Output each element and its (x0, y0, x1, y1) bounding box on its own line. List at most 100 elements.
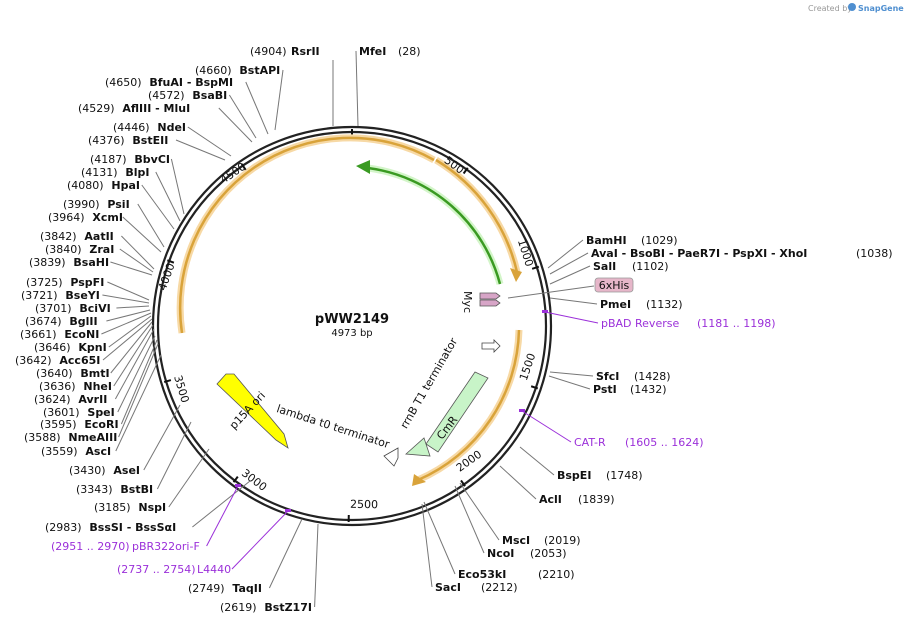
site-enzyme-name: RsrII (291, 45, 320, 58)
site-enzyme-name: PspFI (70, 276, 104, 289)
site-leader-line (423, 501, 456, 575)
site-leader-line (122, 216, 162, 253)
cmr-arrowhead (405, 437, 431, 457)
site-leader-line (245, 81, 269, 135)
site-leader-line (228, 94, 257, 139)
site-position: (2749) (188, 582, 225, 595)
site-enzyme-name: NspI (138, 501, 166, 514)
site-leader-line (547, 239, 584, 269)
primer-site-mark (235, 484, 241, 487)
site-enzyme-name: AscI (85, 445, 111, 458)
tick-mark (166, 259, 175, 264)
primer-name: pBAD Reverse (601, 317, 679, 330)
site-enzyme-name: BglII (69, 315, 97, 328)
site-position: (3646) (34, 341, 71, 354)
site-enzyme-name: PmeI (600, 298, 631, 311)
hexa-his-label-box: 6xHis (594, 277, 634, 293)
tick-mark (531, 265, 540, 270)
site-position: (2053) (530, 547, 567, 560)
site-position: (3701) (35, 302, 72, 315)
snapgene-logo-icon (848, 3, 856, 11)
primer-range: (2737 .. 2754) (117, 563, 196, 576)
site-position: (4572) (148, 89, 185, 102)
site-enzyme-name: Eco53kI (458, 568, 506, 581)
green-feature-arc (367, 164, 504, 285)
tick-mark (232, 475, 239, 483)
site-position: (1029) (641, 234, 678, 247)
site-enzyme-name: BamHI (586, 234, 627, 247)
site-leader-line (549, 297, 598, 305)
site-leader-line (116, 305, 150, 309)
primer-range: (1605 .. 1624) (625, 436, 704, 449)
site-leader-line (548, 375, 591, 390)
primer-range: (2951 .. 2970) (51, 540, 130, 553)
site-leader-line (106, 309, 151, 322)
myc-label: Myc (461, 291, 474, 313)
site-position: (3642) (15, 354, 52, 367)
site-leader-line (355, 50, 359, 127)
orf-right-arrowhead (412, 474, 426, 486)
site-position: (3601) (43, 406, 80, 419)
site-position: (3964) (48, 211, 85, 224)
site-position: (4529) (78, 102, 115, 115)
site-position: (4904) (250, 45, 287, 58)
site-enzyme-name: KpnI (78, 341, 106, 354)
site-position: (3588) (24, 431, 61, 444)
primer-name: CAT-R (574, 436, 606, 449)
tick-label: 3000 (239, 467, 269, 494)
site-position: (3185) (94, 501, 131, 514)
site-leader-line (114, 328, 155, 400)
tick-label: 3500 (171, 374, 191, 405)
site-leader-line (549, 252, 589, 275)
site-leader-line (519, 446, 555, 476)
site-position: (3595) (40, 418, 77, 431)
site-enzyme-name: PstI (593, 383, 617, 396)
site-enzyme-name: BstZ17I (264, 601, 312, 614)
tick-label: 2500 (350, 498, 378, 511)
site-enzyme-name: BsaBI (192, 89, 227, 102)
site-enzyme-name: BmtI (80, 367, 109, 380)
site-enzyme-name: TaqII (232, 582, 262, 595)
primer-leader-line (521, 410, 572, 443)
site-enzyme-name: NcoI (487, 547, 514, 560)
site-position: (4187) (90, 153, 127, 166)
site-position: (1132) (646, 298, 683, 311)
site-position: (4376) (88, 134, 125, 147)
site-enzyme-name: XcmI (92, 211, 123, 224)
primer-site-mark (285, 509, 291, 512)
site-enzyme-name: MscI (502, 534, 530, 547)
primer-name: pBR322ori-F (132, 540, 200, 553)
site-position: (1038) (856, 247, 893, 260)
site-leader-line (102, 294, 150, 304)
green-feature-arrowhead (356, 160, 370, 174)
site-position: (4446) (113, 121, 150, 134)
site-position: (3721) (21, 289, 58, 302)
tick-mark (163, 379, 172, 384)
site-enzyme-name: SfcI (596, 370, 619, 383)
site-position: (3559) (41, 445, 78, 458)
site-leader-line (421, 503, 433, 588)
site-leader-line (168, 448, 210, 508)
site-position: (3624) (34, 393, 71, 406)
tick-mark (460, 479, 466, 487)
site-leader-line (115, 354, 162, 452)
site-enzyme-name: EcoRI (84, 418, 118, 431)
site-position: (3661) (20, 328, 57, 341)
primer-range: (1181 .. 1198) (697, 317, 776, 330)
site-position: (3840) (45, 243, 82, 256)
p15a-ori-feature (216, 373, 289, 449)
site-leader-line (110, 321, 153, 374)
site-leader-line (117, 335, 156, 413)
site-leader-line (454, 485, 485, 554)
site-enzyme-name: Acc65I (59, 354, 100, 367)
site-leader-line (113, 324, 154, 387)
site-enzyme-name: MfeI (359, 45, 386, 58)
lambda-terminator-label: lambda t0 terminator (275, 402, 392, 451)
site-position: (1748) (606, 469, 643, 482)
site-leader-line (175, 139, 226, 161)
site-leader-line (156, 421, 192, 490)
site-position: (3343) (76, 483, 113, 496)
site-enzyme-name: BstAPI (239, 64, 280, 77)
site-leader-line (141, 184, 175, 230)
site-leader-line (218, 107, 253, 143)
